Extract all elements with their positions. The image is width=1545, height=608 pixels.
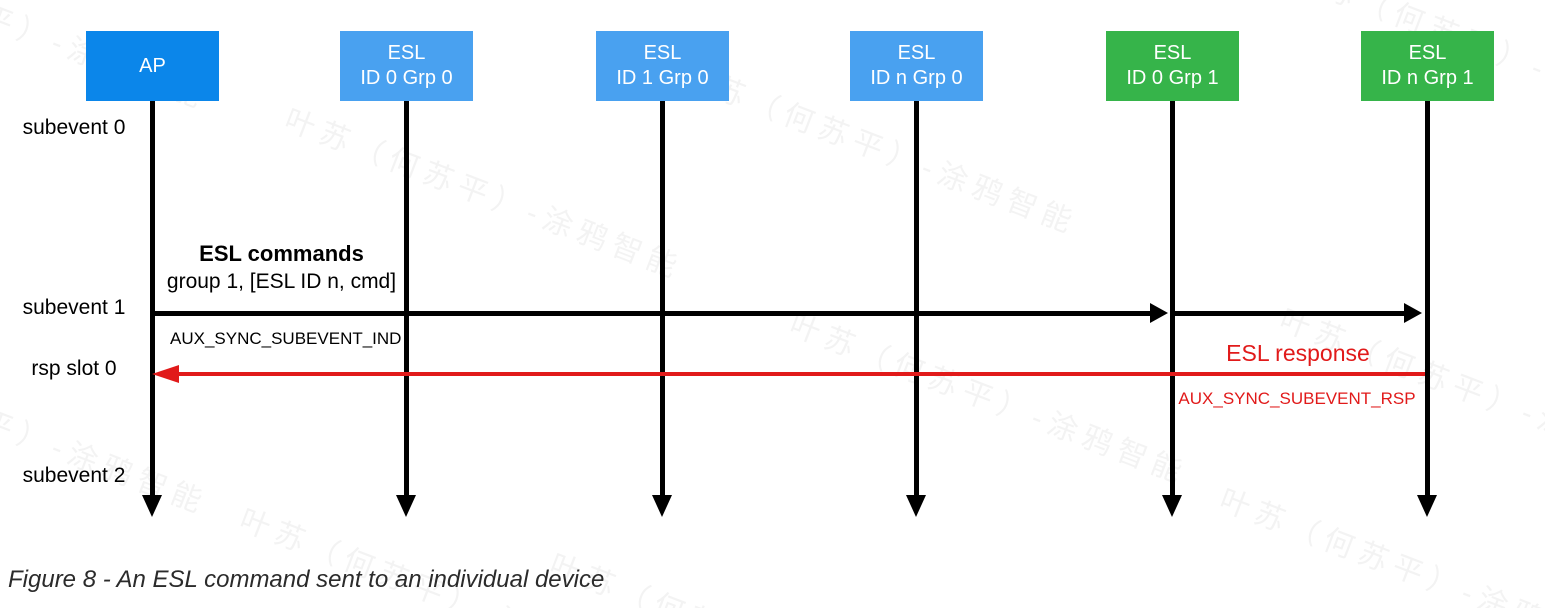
command-arrowhead-icon <box>1150 303 1168 323</box>
row-label-subevent-1: subevent 1 <box>22 296 126 319</box>
lifeline-down-arrow-icon <box>1162 495 1182 517</box>
lifeline-esl-id1-grp0 <box>660 101 665 496</box>
command-arrow-line-2 <box>1172 311 1404 316</box>
command-pdu-label: AUX_SYNC_SUBEVENT_IND <box>170 329 402 348</box>
response-message-title: ESL response <box>1226 340 1370 366</box>
watermark-text: 叶苏（何苏平）-涂鸦智能 <box>544 540 956 608</box>
lifeline-ap <box>150 101 155 496</box>
actor-sublabel: ID 1 Grp 0 <box>616 67 709 89</box>
lifeline-esl-id0-grp1 <box>1170 101 1175 496</box>
actor-label: ESL <box>387 42 426 64</box>
actor-sublabel: ID n Grp 1 <box>1381 67 1474 89</box>
watermark-text: 叶苏（何苏平）-涂鸦智能 <box>1214 483 1545 608</box>
actor-sublabel: ID n Grp 0 <box>870 67 963 89</box>
command-message-detail: group 1, [ESL ID n, cmd] <box>166 270 397 293</box>
actor-label: ESL <box>897 42 936 64</box>
lifeline-down-arrow-icon <box>1417 495 1437 517</box>
actor-label: AP <box>139 54 166 77</box>
actor-box-esl-id0-grp1: ESL ID 0 Grp 1 <box>1106 31 1239 101</box>
lifeline-down-arrow-icon <box>396 495 416 517</box>
actor-box-ap: AP <box>86 31 219 101</box>
actor-box-esl-id1-grp0: ESL ID 1 Grp 0 <box>596 31 729 101</box>
actor-box-esl-id0-grp0: ESL ID 0 Grp 0 <box>340 31 473 101</box>
actor-label: ESL <box>643 42 682 64</box>
row-label-subevent-0: subevent 0 <box>22 116 126 139</box>
lifeline-esl-id0-grp0 <box>404 101 409 496</box>
actor-sublabel: ID 0 Grp 0 <box>360 67 453 89</box>
actor-label: ESL <box>1153 42 1192 64</box>
lifeline-down-arrow-icon <box>652 495 672 517</box>
row-label-rsp-slot-0: rsp slot 0 <box>31 357 117 380</box>
response-arrow-line <box>178 372 1425 376</box>
actor-label: ESL <box>1408 42 1447 64</box>
lifeline-down-arrow-icon <box>142 495 162 517</box>
command-arrow-line <box>152 311 1150 316</box>
command-arrowhead-icon <box>1404 303 1422 323</box>
actor-sublabel: ID 0 Grp 1 <box>1126 67 1219 89</box>
actor-box-esl-idn-grp1: ESL ID n Grp 1 <box>1361 31 1494 101</box>
lifeline-esl-idn-grp1 <box>1425 101 1430 496</box>
figure-caption: Figure 8 - An ESL command sent to an ind… <box>8 566 605 593</box>
response-pdu-label: AUX_SYNC_SUBEVENT_RSP <box>1178 389 1416 408</box>
row-label-subevent-2: subevent 2 <box>22 464 126 487</box>
lifeline-esl-idn-grp0 <box>914 101 919 496</box>
watermark-text: 叶苏（何苏平）-涂鸦智能 <box>784 308 1193 492</box>
lifeline-down-arrow-icon <box>906 495 926 517</box>
response-arrowhead-icon <box>152 365 179 383</box>
command-message-title: ESL commands <box>199 241 364 266</box>
actor-box-esl-idn-grp0: ESL ID n Grp 0 <box>850 31 983 101</box>
